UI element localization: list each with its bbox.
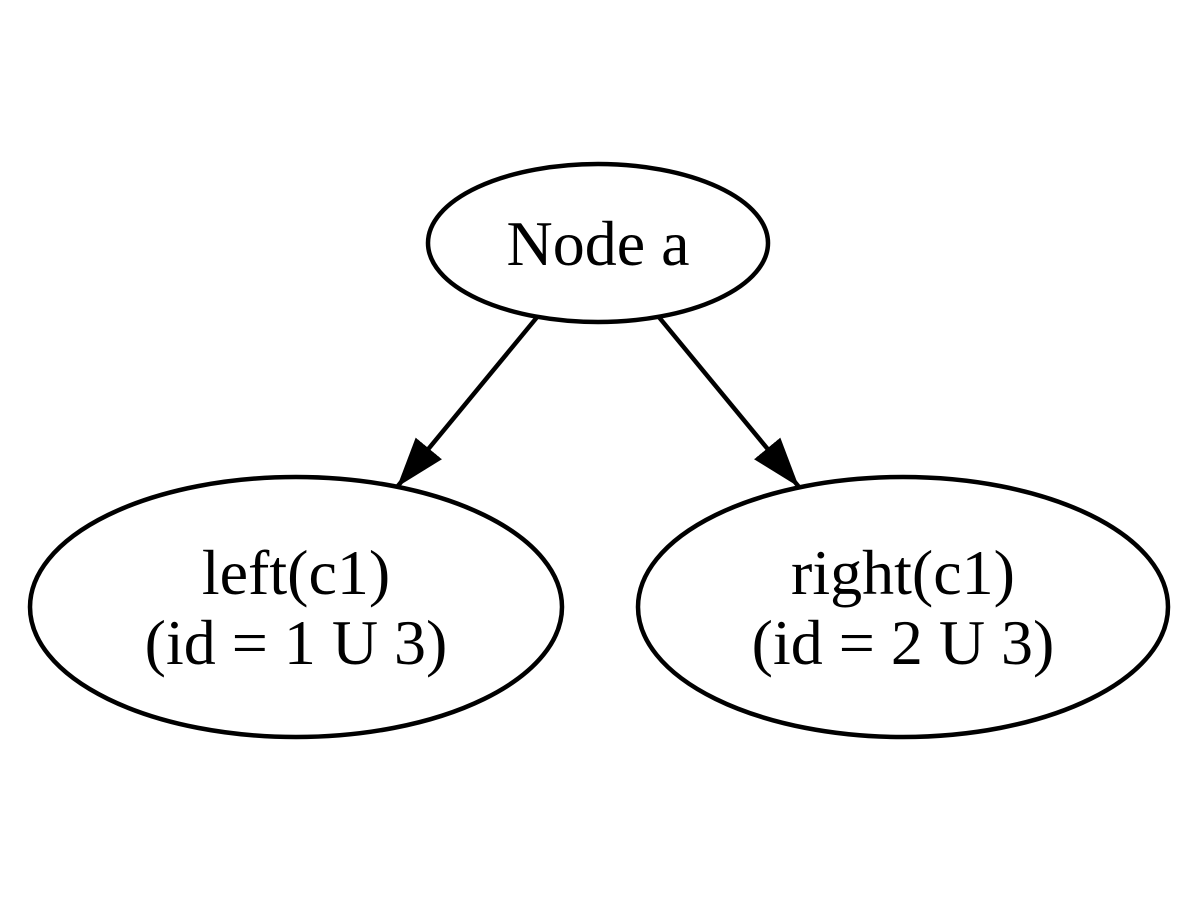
- edge-a-to-left-line: [395, 314, 540, 489]
- node-right-c1: right(c1) (id = 2 U 3): [635, 474, 1171, 740]
- node-left-c1-label-line2: (id = 1 U 3): [145, 607, 448, 678]
- node-right-c1-label-line2: (id = 2 U 3): [752, 607, 1055, 678]
- node-right-c1-shape: [635, 474, 1171, 740]
- node-a-shape: [425, 161, 771, 325]
- edge-a-to-right: [656, 314, 801, 489]
- node-a-label: Node a: [506, 208, 689, 279]
- node-left-c1-label-line1: left(c1): [202, 537, 390, 608]
- node-left-c1: left(c1) (id = 1 U 3): [27, 474, 565, 740]
- node-left-c1-shape: [27, 474, 565, 740]
- edge-a-to-left: [395, 314, 540, 489]
- edge-a-to-right-line: [656, 314, 801, 489]
- node-right-c1-label-line1: right(c1): [791, 537, 1015, 608]
- node-a: Node a: [425, 161, 771, 325]
